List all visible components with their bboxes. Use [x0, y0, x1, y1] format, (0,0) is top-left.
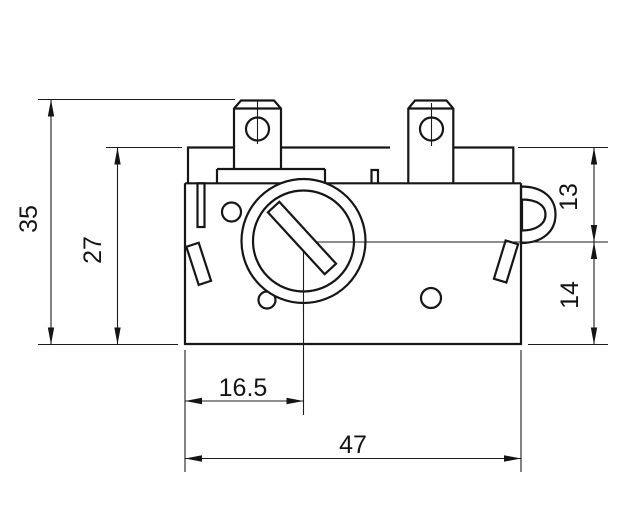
dimension-total-width: 47 — [185, 431, 521, 462]
dimension-right-heights: 13 14 — [555, 147, 598, 345]
dimension-total-height: 35 — [15, 99, 55, 345]
dim-label-47: 47 — [339, 431, 367, 459]
dim-label-16-5: 16.5 — [219, 374, 268, 402]
main-body-outline — [183, 183, 523, 346]
dim-label-35: 35 — [15, 205, 43, 233]
top-small-tab — [370, 168, 380, 184]
small-hole-left — [220, 201, 243, 223]
dim-label-13: 13 — [555, 183, 583, 211]
terminal-centerlines — [256, 101, 433, 146]
dial-screw-slot — [266, 200, 338, 276]
extension-lines — [38, 98, 608, 472]
left-angled-tab — [184, 241, 213, 287]
left-narrow-slot — [196, 182, 206, 229]
terminal-right — [407, 99, 455, 184]
dimension-body-height: 27 — [79, 147, 121, 345]
dim-label-27: 27 — [79, 236, 107, 264]
dimension-dial-offset: 16.5 — [185, 374, 304, 405]
adjustment-dial — [240, 177, 608, 415]
dim-label-14: 14 — [556, 281, 584, 309]
small-hole-right — [419, 286, 443, 310]
right-wire-loop — [519, 185, 557, 245]
